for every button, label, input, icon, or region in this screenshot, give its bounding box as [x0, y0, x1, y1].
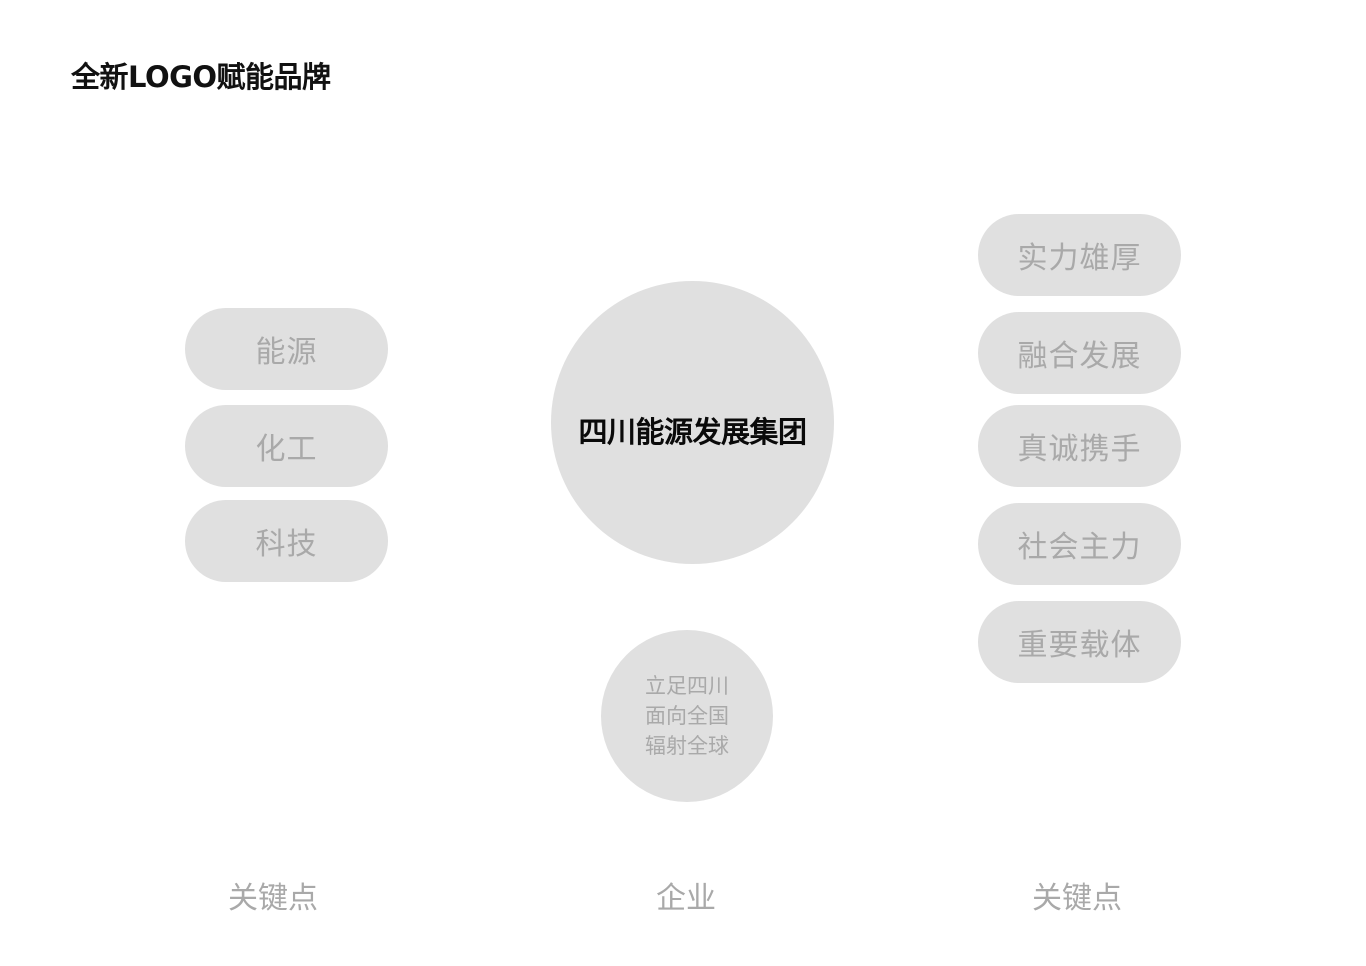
enterprise-name: 四川能源发展集团	[578, 414, 807, 449]
keypoint-label: 能源	[255, 335, 318, 370]
positioning-line: 面向全国	[645, 704, 729, 728]
keypoint-pill-important-carrier: 重要载体	[978, 601, 1181, 683]
positioning-line: 立足四川	[645, 674, 729, 698]
keypoint-label: 社会主力	[1017, 530, 1142, 565]
enterprise-main-circle: 四川能源发展集团	[551, 281, 834, 564]
keypoint-label: 化工	[255, 432, 318, 467]
page-title: 全新LOGO赋能品牌	[71, 60, 331, 94]
enterprise-positioning-circle: 立足四川 面向全国 辐射全球	[601, 630, 773, 802]
keypoint-pill-chemical: 化工	[185, 405, 388, 487]
keypoint-pill-integrated-development: 融合发展	[978, 312, 1181, 394]
positioning-line: 辐射全球	[645, 734, 729, 758]
column-caption-center: 企业	[656, 881, 716, 916]
column-caption-right: 关键点	[1032, 881, 1122, 916]
keypoint-label: 实力雄厚	[1017, 241, 1142, 276]
keypoint-pill-strong-strength: 实力雄厚	[978, 214, 1181, 296]
keypoint-pill-social-mainstay: 社会主力	[978, 503, 1181, 585]
keypoint-pill-energy: 能源	[185, 308, 388, 390]
column-caption-left: 关键点	[228, 881, 318, 916]
keypoint-label: 科技	[255, 527, 318, 562]
keypoint-label: 真诚携手	[1017, 432, 1142, 467]
keypoint-pill-technology: 科技	[185, 500, 388, 582]
keypoint-label: 重要载体	[1017, 628, 1142, 663]
keypoint-label: 融合发展	[1017, 339, 1142, 374]
keypoint-pill-sincere-cooperation: 真诚携手	[978, 405, 1181, 487]
